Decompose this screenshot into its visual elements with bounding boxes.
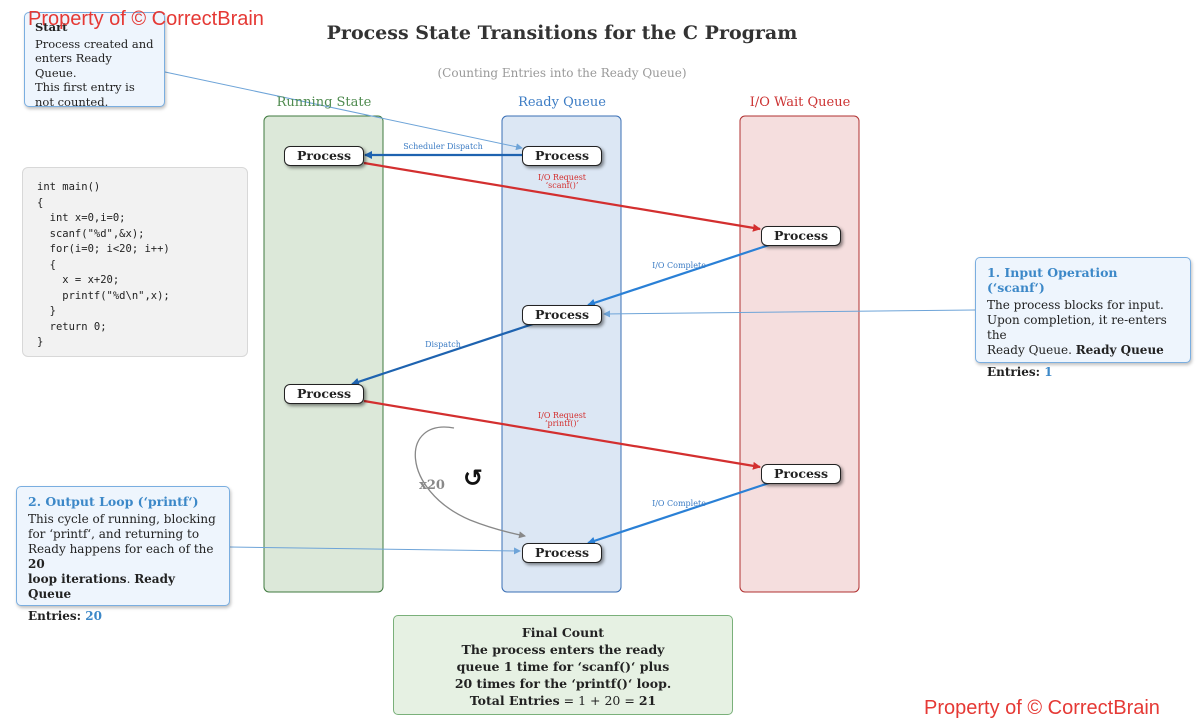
output-line: for ‘printf‘, and returning to [28,527,200,541]
code-line: { [37,196,44,209]
io-wait-lane [739,115,860,593]
output-heading: 2. Output Loop (‘printf‘) [28,494,199,509]
io-complete-2-arrow [587,479,776,545]
io-request-scanf-label: I/O Request [538,173,587,182]
io-request-printf-arrow [363,399,761,470]
output-loop-callout: 2. Output Loop (‘printf‘) This cycle of … [16,486,230,623]
code-line: { [37,258,56,271]
io-complete-1-label: I/O Complete [652,261,706,270]
io-request-scanf-arrow [363,161,761,232]
final-count-box: Final Count The process enters the ready… [393,615,733,715]
final-heading: Final Count [521,625,605,640]
output-line: This cycle of running, blocking [28,512,216,526]
code-line: for(i=0; i<20; i++) [37,243,170,255]
code-line: return 0; [37,320,107,333]
watermark-bottom: Property of © CorrectBrain [924,697,1160,719]
process-node-ready-1: Process [522,146,602,166]
code-line: } [37,305,56,317]
final-line: The process enters the ready [461,642,665,657]
output-line: Ready happens for each of the 20 [28,542,214,571]
loop-icon: ↺ [463,464,483,492]
running-lane-label: Running State [276,95,372,110]
io-request-printf-label: I/O Request [538,411,587,420]
ready-lane [501,115,622,593]
input-entries: Entries: 1 [987,365,1053,379]
process-node-io-1: Process [761,226,841,246]
input-connector [603,309,976,318]
start-line: This first entry is [35,80,135,94]
code-line: printf("%d\n",x); [37,289,170,302]
process-node-running-1: Process [284,146,364,166]
input-operation-callout: 1. Input Operation (‘scanf‘) The process… [975,257,1191,379]
io-complete-2-label: I/O Complete [652,499,706,508]
final-total: Total Entries = 1 + 20 = 21 [469,693,657,708]
start-heading: Start [35,20,68,34]
code-line: x = x+20; [37,274,120,286]
input-line: The process blocks for input. [987,298,1164,312]
page-title: Process State Transitions for the C Prog… [326,22,798,44]
code-line: scanf("%d",&x); [37,227,145,240]
code-line: int x=0,i=0; [37,212,126,224]
final-line: 20 times for the ‘printf()‘ loop. [454,676,672,691]
watermark-top: Property of © CorrectBrain [28,8,264,30]
start-line: not counted. [35,94,109,109]
page-subtitle: (Counting Entries into the Ready Queue) [437,66,687,80]
io-complete-1-arrow [587,241,776,307]
io-request-printf-sub: ‘printf()’ [545,419,579,428]
io-lane-label: I/O Wait Queue [749,95,851,110]
loop-curve-arrow [414,426,526,539]
running-lane [263,115,384,593]
start-line: Process created and [35,36,154,51]
process-node-ready-2: Process [522,305,602,325]
code-line: int main() [37,181,101,193]
loop-count-label: x20 [419,478,445,493]
output-line: loop iterations. Ready Queue [28,572,175,601]
code-line: } [37,336,44,348]
input-heading: 1. Input Operation (‘scanf‘) [987,265,1118,295]
output-connector [229,546,521,555]
code-block: int main() { int x=0,i=0; scanf("%d",&x);… [22,167,248,357]
scheduler-dispatch-label: Scheduler Dispatch [403,142,483,151]
process-node-io-2: Process [761,464,841,484]
process-node-running-2: Process [284,384,364,404]
start-line: enters Ready Queue. [35,51,112,80]
io-request-scanf-sub: ‘scanf()’ [546,181,579,190]
dispatch-label: Dispatch [425,340,461,349]
start-connector [164,71,523,151]
input-line: Upon completion, it re-enters the [987,313,1167,342]
final-line: queue 1 time for ‘scanf()‘ plus [456,659,670,674]
process-node-ready-3: Process [522,543,602,563]
input-line: Ready Queue. Ready Queue [987,343,1164,357]
ready-lane-label: Ready Queue [518,95,606,110]
start-callout: Start Process created and enters Ready Q… [24,12,165,109]
output-entries: Entries: 20 [28,609,102,623]
dispatch-arrow [351,321,537,386]
